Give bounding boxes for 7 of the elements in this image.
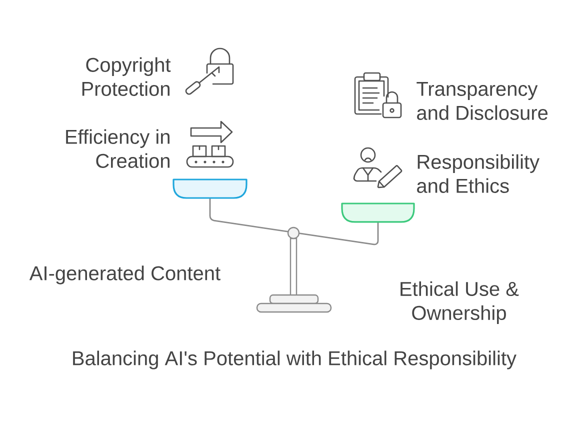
topic-label: Efficiency in Creation [66,129,170,168]
caption: Balancing AI's Potential with Ethical Responsibility [73,350,516,370]
topic-label: Responsibility and Ethics [417,154,540,193]
topic-label: Transparency and Disclosure [416,82,548,120]
side-label: AI-generated Content [29,266,220,284]
topic-label: Copyright Protection [82,57,171,96]
side-label: Ethical Use & Ownership [400,281,519,324]
